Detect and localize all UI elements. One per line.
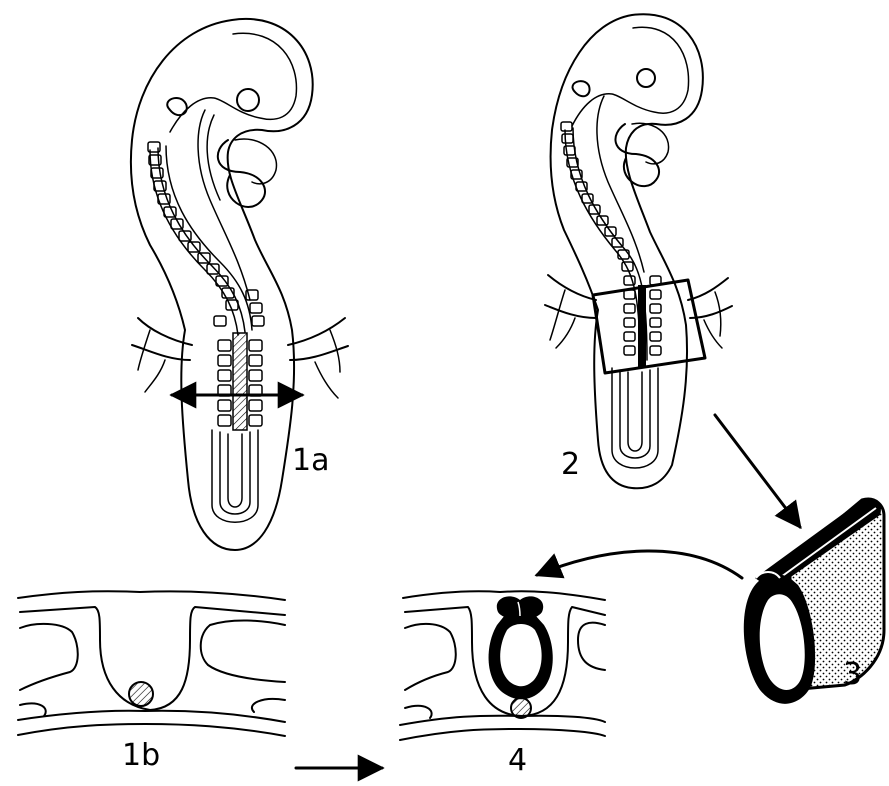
arrow-3-to-4 [537, 551, 742, 578]
eye-1a [237, 89, 259, 111]
figure-3-block [744, 498, 884, 704]
label-1b: 1b [122, 741, 160, 771]
neural-plate-hatched [233, 333, 247, 430]
label-2: 2 [561, 450, 580, 480]
embryo-2 [545, 14, 732, 488]
figure-1b-section [18, 591, 285, 736]
arrow-2-to-3 [715, 415, 800, 527]
label-3: 3 [843, 660, 862, 690]
neural-tube-closed [638, 285, 646, 368]
eye-2 [637, 69, 655, 87]
label-4: 4 [508, 746, 527, 776]
label-1a: 1a [292, 446, 329, 476]
section-box [593, 280, 705, 373]
figure-4-section [400, 591, 605, 740]
